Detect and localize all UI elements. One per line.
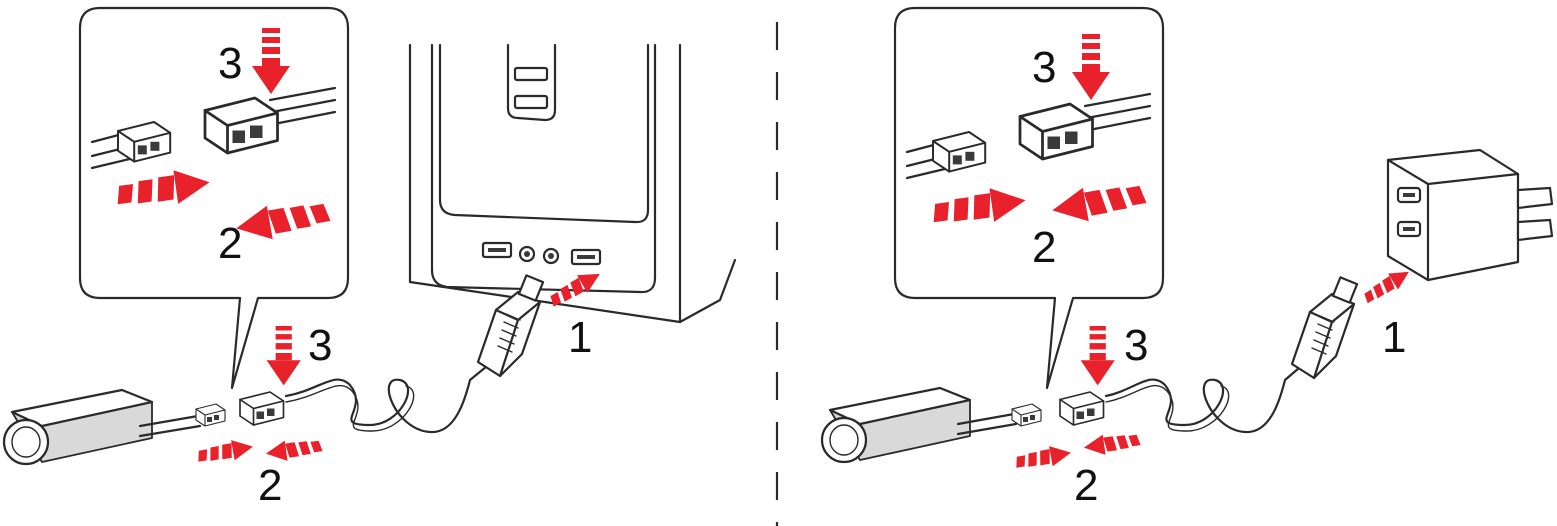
- charger-cable: [1104, 360, 1308, 434]
- zoom-callout: [78, 6, 350, 390]
- step-1-label: 1: [1382, 313, 1406, 362]
- usb-insert-arrow: [1360, 263, 1414, 308]
- battery-plug: [1011, 403, 1042, 427]
- usb-wall-adapter-icon: [1386, 148, 1554, 282]
- left-panel: 3 2 3 2 1: [2, 6, 737, 510]
- join-arrow-main-left: [264, 435, 324, 464]
- callout-step-2-label: 2: [1032, 223, 1056, 272]
- charger-cable: [284, 360, 494, 434]
- callout-cable-left: [90, 121, 172, 170]
- callout-step-2-label: 2: [218, 219, 242, 268]
- usb-plug: [476, 274, 545, 378]
- join-arrow-main-right: [195, 436, 255, 467]
- usb-insert-arrow: [545, 265, 605, 311]
- step-1-label: 1: [568, 313, 592, 362]
- press-arrow-main: [1080, 326, 1115, 386]
- callout-step-3-label: 3: [218, 39, 242, 88]
- battery-wires: [956, 412, 1018, 436]
- battery-plug: [195, 403, 226, 427]
- press-arrow-main: [266, 326, 301, 386]
- callout-step-3-label: 3: [1032, 43, 1056, 92]
- join-arrow-main-left: [1082, 429, 1142, 458]
- join-arrow-main-right: [1013, 442, 1073, 473]
- battery-icon: [2, 388, 154, 466]
- battery-wires: [138, 414, 202, 438]
- step-3-label: 3: [1124, 321, 1148, 370]
- step-2-label: 2: [258, 461, 282, 510]
- right-panel: 3 2 3 2 1: [820, 6, 1554, 510]
- usb-plug: [1290, 276, 1359, 380]
- charger-plug: [239, 391, 285, 426]
- charger-plug: [1059, 391, 1105, 426]
- callout-cable-left: [905, 131, 987, 180]
- step-3-label: 3: [308, 321, 332, 370]
- callout-cable-right: [1018, 92, 1152, 161]
- battery-icon: [820, 386, 972, 464]
- step-2-label: 2: [1074, 461, 1098, 510]
- computer-tower-icon: [408, 43, 737, 324]
- callout-cable-right: [203, 86, 337, 155]
